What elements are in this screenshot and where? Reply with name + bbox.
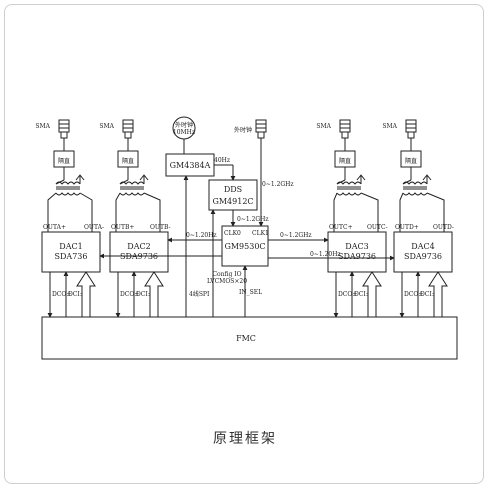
sma-pin-3	[341, 131, 349, 139]
sma-pin-4	[407, 131, 415, 139]
dac3-name: DAC3	[345, 242, 368, 251]
sma-label-4: SMA	[382, 123, 397, 130]
dco-label-1: DCO±	[52, 291, 71, 298]
wire-outn-1	[79, 192, 93, 232]
in-sel-label: IN_SEL	[239, 289, 262, 296]
sma-label-3: SMA	[316, 123, 331, 130]
wire-outp-3	[333, 192, 338, 232]
dac4-block	[393, 231, 453, 273]
xfmr-bottom-3	[336, 192, 362, 196]
dc-block-label-3: 隔直	[339, 157, 351, 165]
data-bus-arrow-1	[76, 271, 96, 318]
ext-clock2-label: 外时钟	[234, 126, 252, 134]
dac4-name: DAC4	[411, 242, 434, 251]
freq-40: 40Hz	[214, 157, 230, 164]
gm4912c-label: GM4912C	[212, 197, 253, 206]
wire-outp-4	[399, 192, 404, 232]
outc-plus: OUTC+	[329, 224, 353, 231]
dco-label-4: DCO±	[404, 291, 423, 298]
dci-label-1: DCI±	[68, 291, 85, 298]
sma-pin-1	[60, 131, 68, 139]
data-bus-arrow-4	[428, 271, 448, 318]
ext-clock-connector	[255, 119, 267, 139]
outd-plus: OUTD+	[395, 224, 419, 231]
outa-plus: OUTA+	[43, 224, 66, 231]
sma-connector-2	[122, 119, 134, 133]
gm9530c-label: GM9530C	[224, 242, 265, 251]
dac3-part: SDA9736	[338, 252, 376, 261]
xfmr-gnd-arrow-4	[422, 174, 432, 181]
freq-dac2: 0~1.20Hz	[186, 232, 217, 239]
outb-plus: OUTB+	[111, 224, 134, 231]
gm9530c-block	[221, 225, 269, 267]
outa-minus: OUTA-	[84, 224, 104, 231]
data-bus-arrow-2	[144, 271, 164, 318]
dac-fmc-links: DCO±DCI±DCO±DCI±DCO±DCI±DCO±DCI±	[47, 271, 448, 318]
figure-caption: 原理框架	[213, 431, 277, 447]
gm4384a-label: GM4384A	[170, 161, 211, 170]
wire-outn-3	[360, 192, 379, 232]
dac3-block	[327, 231, 387, 273]
fmc-label: FMC	[236, 334, 256, 343]
data-bus-arrow-3	[362, 271, 382, 318]
dc-block-label-2: 隔直	[122, 157, 134, 165]
dc-block-label-4: 隔直	[405, 157, 417, 165]
wire-outp-1	[47, 192, 57, 232]
freq-dac3: 0~1.2GHz	[280, 232, 312, 239]
output-chains: SMA 隔直 SMA 隔直 SMA 隔直 SMA 隔直	[35, 119, 445, 232]
freq-clk-out: 0~1.2GHz	[237, 216, 269, 223]
dci-label-3: DCI±	[354, 291, 371, 298]
xfmr-in-3	[336, 179, 346, 185]
xfmr-bottom-1	[55, 192, 81, 196]
xfmr-in-2	[119, 179, 129, 185]
ext-clock-line2: 10MHz	[173, 129, 195, 136]
dac1-part: SDA736	[55, 252, 88, 261]
freq-ext-in: 0~1.2GHz	[262, 181, 294, 188]
dac2-name: DAC2	[127, 242, 150, 251]
sma-label-1: SMA	[35, 123, 50, 130]
fmc-block	[41, 316, 458, 360]
sma-connector-4	[405, 119, 417, 133]
spi-label: 4线SPI	[189, 290, 210, 298]
xfmr-bottom-4	[402, 192, 428, 196]
dco-label-2: DCO±	[120, 291, 139, 298]
xfmr-gnd-arrow-1	[75, 174, 85, 181]
xfmr-in-1	[55, 179, 65, 185]
clk1-label: CLK1	[252, 230, 269, 237]
dac4-part: SDA9736	[404, 252, 442, 261]
dci-label-4: DCI±	[420, 291, 437, 298]
outd-minus: OUTD-	[433, 224, 454, 231]
dac2-block	[109, 231, 169, 273]
config-io-line2: LVCMOS×20	[207, 278, 247, 285]
dac1-block	[41, 231, 101, 273]
dc-block-label-1: 隔直	[58, 157, 70, 165]
wire-outp-2	[115, 192, 121, 232]
xfmr-bottom-2	[119, 192, 145, 196]
dac1-name: DAC1	[59, 242, 82, 251]
xfmr-gnd-arrow-2	[139, 174, 149, 181]
clk0-label: CLK0	[224, 230, 241, 237]
sma-label-2: SMA	[99, 123, 114, 130]
dci-label-2: DCI±	[136, 291, 153, 298]
config-io-line1: Config IO	[212, 271, 241, 278]
xfmr-gnd-arrow-3	[356, 174, 366, 181]
sma-connector-1	[58, 119, 70, 133]
freq-dac4: 0~1.20Hz	[310, 251, 341, 258]
dds-label: DDS	[224, 185, 242, 194]
sma-pin-2	[124, 131, 132, 139]
dco-label-3: DCO±	[338, 291, 357, 298]
sma-connector-3	[339, 119, 351, 133]
outc-minus: OUTC-	[367, 224, 388, 231]
ext-clock-line1: 外时钟	[175, 121, 193, 129]
xfmr-in-4	[402, 179, 412, 185]
wire-outn-4	[426, 192, 445, 232]
wire-outn-2	[143, 192, 161, 232]
